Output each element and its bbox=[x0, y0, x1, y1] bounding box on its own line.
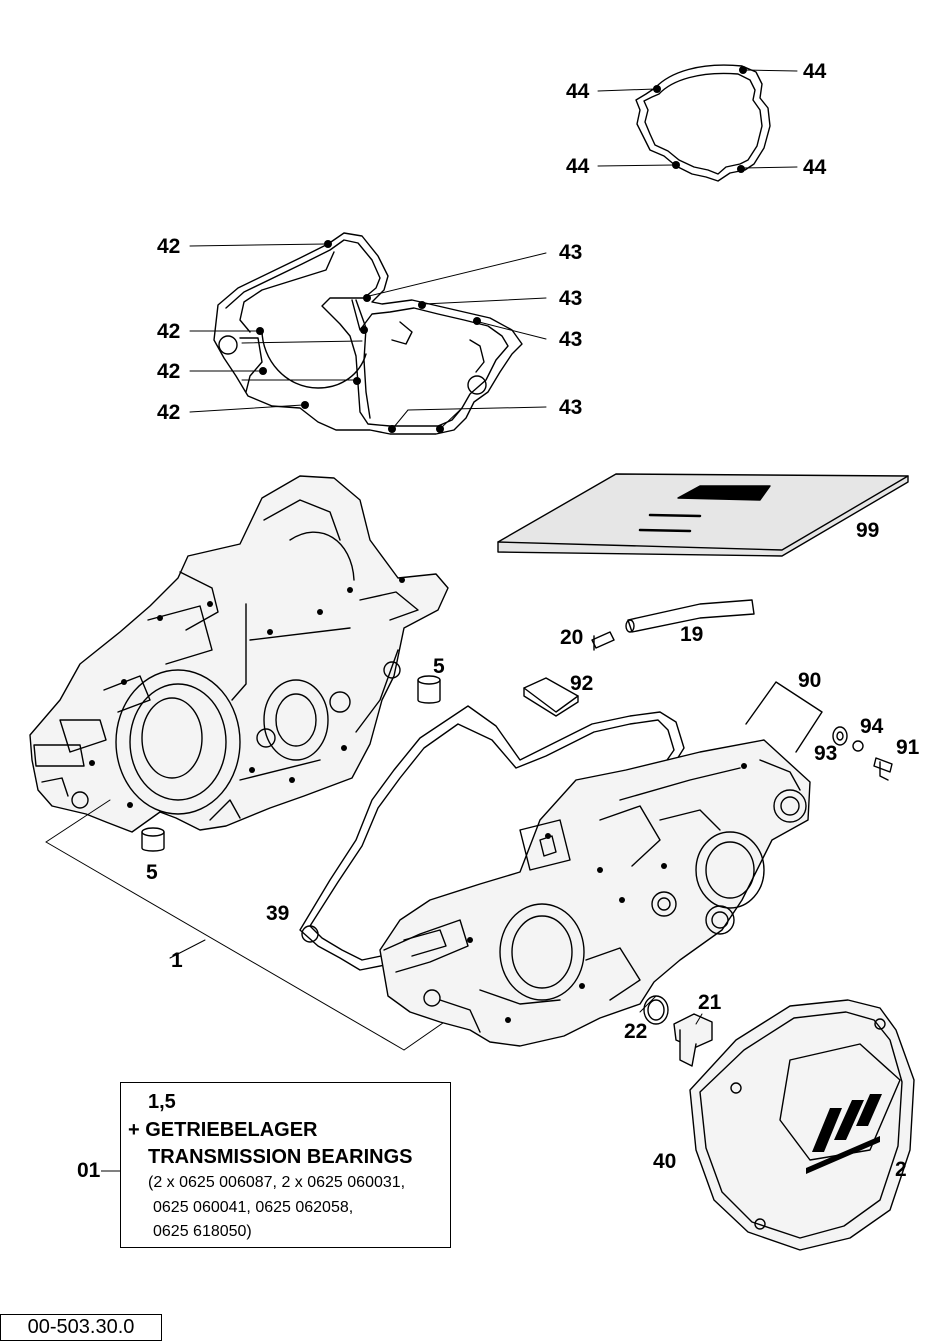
callout-20: 20 bbox=[560, 626, 584, 649]
bolt-91 bbox=[873, 757, 893, 781]
callout-1: 1 bbox=[171, 949, 183, 972]
callout-39: 39 bbox=[266, 902, 290, 925]
callout-44: 44 bbox=[803, 156, 827, 179]
kit-german-title: + GETRIEBELAGER bbox=[128, 1119, 318, 1141]
callout-43: 43 bbox=[559, 328, 583, 351]
drawing-number: 00-503.30.0 bbox=[0, 1314, 162, 1341]
callout-19: 19 bbox=[680, 623, 704, 646]
kit-part-numbers: 0625 060041, 0625 062058, bbox=[153, 1199, 354, 1216]
vent-hose bbox=[625, 599, 755, 633]
callout-42: 42 bbox=[157, 320, 181, 343]
callout-5: 5 bbox=[146, 861, 158, 884]
callout-5: 5 bbox=[433, 655, 445, 678]
callout-22: 22 bbox=[624, 1020, 648, 1043]
callout-44: 44 bbox=[566, 155, 590, 178]
callout-01: 01 bbox=[77, 1159, 101, 1182]
clip-90 bbox=[745, 681, 823, 753]
callout-43: 43 bbox=[559, 287, 583, 310]
callout-40: 40 bbox=[653, 1150, 677, 1173]
right-crankcase-half bbox=[379, 739, 811, 1047]
ktm-logo bbox=[806, 1094, 882, 1174]
callout-90: 90 bbox=[798, 669, 822, 692]
left-crankcase-details bbox=[33, 499, 419, 821]
vent-nipple bbox=[591, 631, 615, 651]
callout-99: 99 bbox=[856, 519, 880, 542]
bearing-sleeve-upper bbox=[417, 675, 441, 704]
clutch-cover-details bbox=[699, 1011, 903, 1239]
left-crankcase-half bbox=[29, 475, 449, 833]
callout-43: 43 bbox=[559, 241, 583, 264]
kit-english-title: TRANSMISSION BEARINGS bbox=[148, 1146, 413, 1168]
kit-contents-box: 1,5 + GETRIEBELAGER TRANSMISSION BEARING… bbox=[120, 1082, 451, 1248]
callout-92: 92 bbox=[570, 672, 594, 695]
callout-43: 43 bbox=[559, 396, 583, 419]
plate-92 bbox=[523, 677, 579, 717]
drain-plug-21 bbox=[673, 1013, 713, 1067]
callout-42: 42 bbox=[157, 235, 181, 258]
crankcase-gasket bbox=[213, 232, 523, 435]
bearing-sleeve-lower bbox=[141, 827, 165, 852]
callout-94: 94 bbox=[860, 715, 884, 738]
kit-parts-line: 1,5 bbox=[148, 1091, 176, 1113]
callout-93: 93 bbox=[814, 742, 838, 765]
kit-part-numbers: 0625 618050) bbox=[153, 1223, 252, 1240]
sealing-ring-22 bbox=[643, 995, 669, 1025]
callout-21: 21 bbox=[698, 991, 722, 1014]
callout-42: 42 bbox=[157, 360, 181, 383]
gasket-set-booklet bbox=[497, 473, 909, 557]
callout-91: 91 bbox=[896, 736, 920, 759]
clutch-cover-gasket bbox=[635, 64, 771, 182]
washer-93 bbox=[832, 726, 848, 746]
kit-part-numbers: (2 x 0625 006087, 2 x 0625 060031, bbox=[148, 1174, 406, 1191]
callout-44: 44 bbox=[566, 80, 590, 103]
callout-42: 42 bbox=[157, 401, 181, 424]
clutch-cover bbox=[689, 999, 915, 1251]
callout-2: 2 bbox=[895, 1158, 907, 1181]
oring-94 bbox=[852, 740, 864, 752]
callout-44: 44 bbox=[803, 60, 827, 83]
